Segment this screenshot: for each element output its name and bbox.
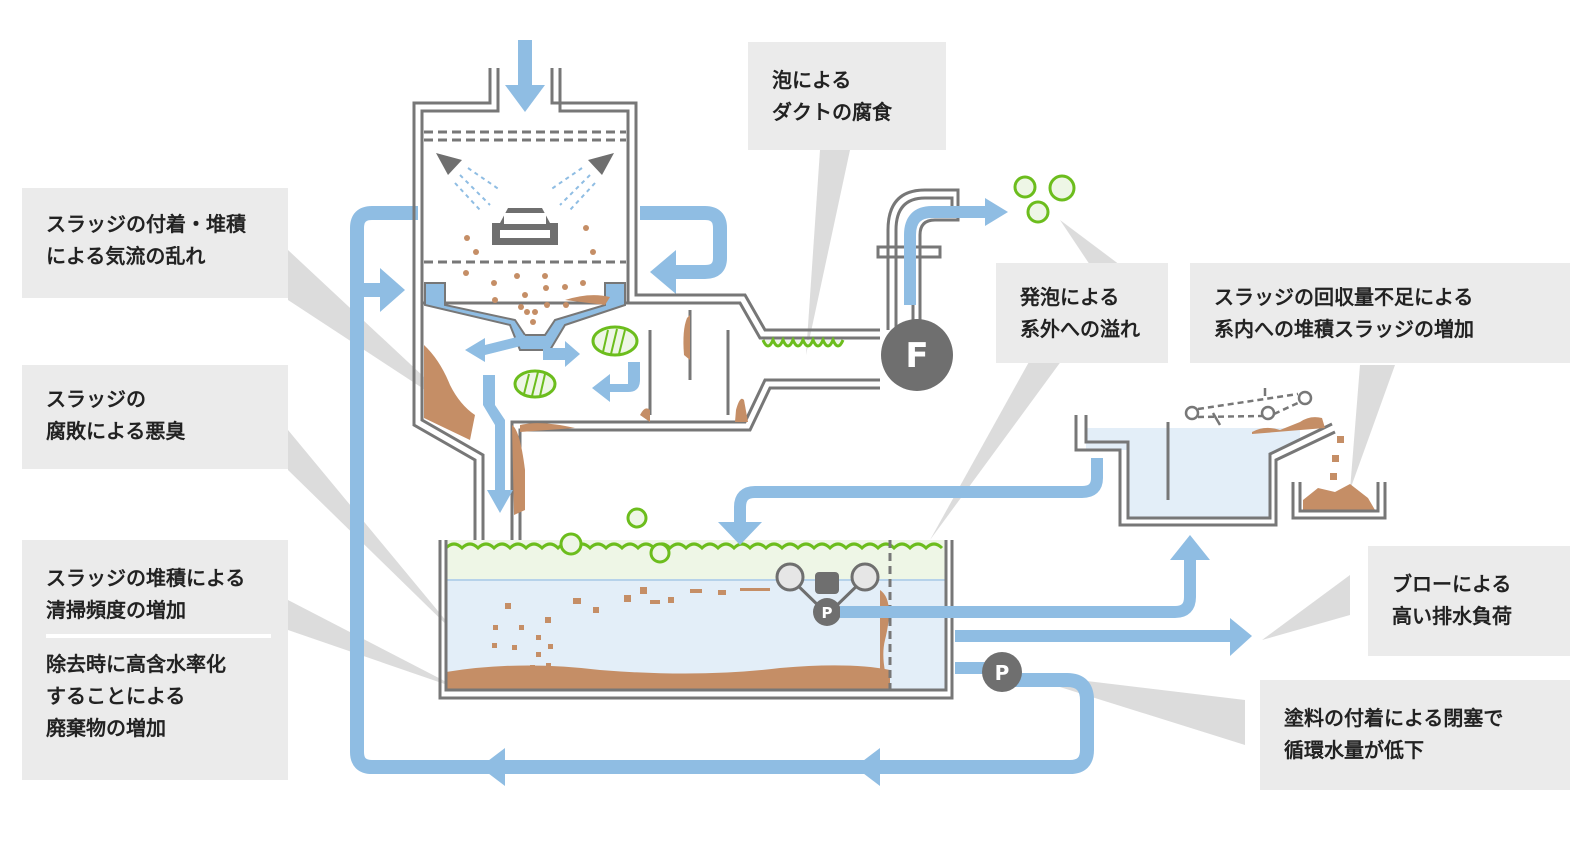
callout-foam-line-1: 発泡による [1020,285,1120,309]
pointer-recovery [1350,365,1395,490]
callout-airflow-line-2: による気流の乱れ [46,244,206,268]
tank-sludge-particles [492,587,770,670]
pointer-blow [1262,575,1350,640]
callout-divider [46,634,271,638]
exhaust-arrow [985,198,1008,226]
pointer-odor [288,430,462,640]
pointer-clog [1012,672,1245,745]
clarifier-feed-arrow [1170,535,1210,560]
callout-cleaning-line-2: 清掃頻度の増加 [46,598,186,622]
paint-particles [463,225,596,325]
callout-airflow-line-1: スラッジの付着・堆積 [46,212,246,236]
float-pump-label: P [822,604,833,622]
clarifier-return-arrow [718,522,762,545]
callout-recovery-line-2: 系内への堆積スラッジの増加 [1214,317,1474,341]
return-arrow-1 [480,748,505,786]
inlet-arrow-down [505,85,545,112]
sludge-clarifier [1074,388,1387,527]
callout-waste-line-2: することによる [46,684,186,708]
callout-duct-line-2: ダクトの腐食 [772,100,892,124]
spray-nozzle-left [436,153,462,175]
callout-recovery-line-1: スラッジの回収量不足による [1214,285,1474,309]
pointer-duct [806,150,850,355]
callout-cleaning-waste: スラッジの堆積による 清掃頻度の増加 除去時に高含水率化 することによる 廃棄物… [22,540,288,780]
blow-arrow [1230,618,1252,656]
callout-waste-line-3: 廃棄物の増加 [46,716,166,740]
callout-odor: スラッジの 腐敗による悪臭 [22,365,288,469]
exhaust-flow [904,206,988,305]
return-arrow-2 [855,748,880,786]
circulation-pump: P [982,652,1022,692]
callout-blow: ブローによる 高い排水負荷 [1368,546,1570,656]
booth-return-pipe [640,206,727,279]
duct-foam [761,336,845,348]
callout-odor-line-1: スラッジの [46,387,146,411]
callout-clog-line-2: 循環水量が低下 [1284,738,1424,762]
callout-waste-line-1: 除去時に高含水率化 [46,652,226,676]
callout-blow-line-2: 高い排水負荷 [1392,604,1512,628]
inlet-flow [518,40,532,98]
booth-foam-hatch [523,328,626,397]
spray-mist [454,167,596,211]
spray-nozzle-right [588,153,614,175]
callout-clog-line-1: 塗料の付着による閉塞で [1284,706,1504,730]
circulation-pump-label: P [995,661,1010,685]
callout-duct-line-1: 泡による [772,68,852,92]
callout-recovery: スラッジの回収量不足による 系内への堆積スラッジの増加 [1190,263,1570,363]
callout-foam-overflow: 発泡による 系外への溢れ [996,263,1168,363]
booth-sludge [424,295,748,515]
callout-cleaning-line-1: スラッジの堆積による [46,566,246,590]
float-pump: P [775,562,880,626]
booth-filters [424,130,626,264]
car-icon [492,208,558,245]
callout-blow-line-1: ブローによる [1392,572,1512,596]
exhaust-fan: F [881,319,953,391]
pointer-foam-down [930,360,1062,540]
inlet-arrow-left [380,268,405,312]
pointer-cleaning [288,600,462,690]
callout-foam-line-2: 系外への溢れ [1020,317,1140,341]
booth-return-arrow [650,250,676,294]
airflow-arrows [465,335,640,513]
callout-airflow: スラッジの付着・堆積 による気流の乱れ [22,188,288,298]
pointer-foam-up [1060,220,1120,265]
callout-odor-line-2: 腐敗による悪臭 [46,419,186,443]
callout-duct: 泡による ダクトの腐食 [748,42,946,150]
callout-clog: 塗料の付着による閉塞で 循環水量が低下 [1260,680,1570,790]
clarifier-return-pipe [734,458,1103,525]
escaped-foam [1013,174,1076,224]
water-tank [438,507,954,700]
fan-label: F [905,336,928,376]
